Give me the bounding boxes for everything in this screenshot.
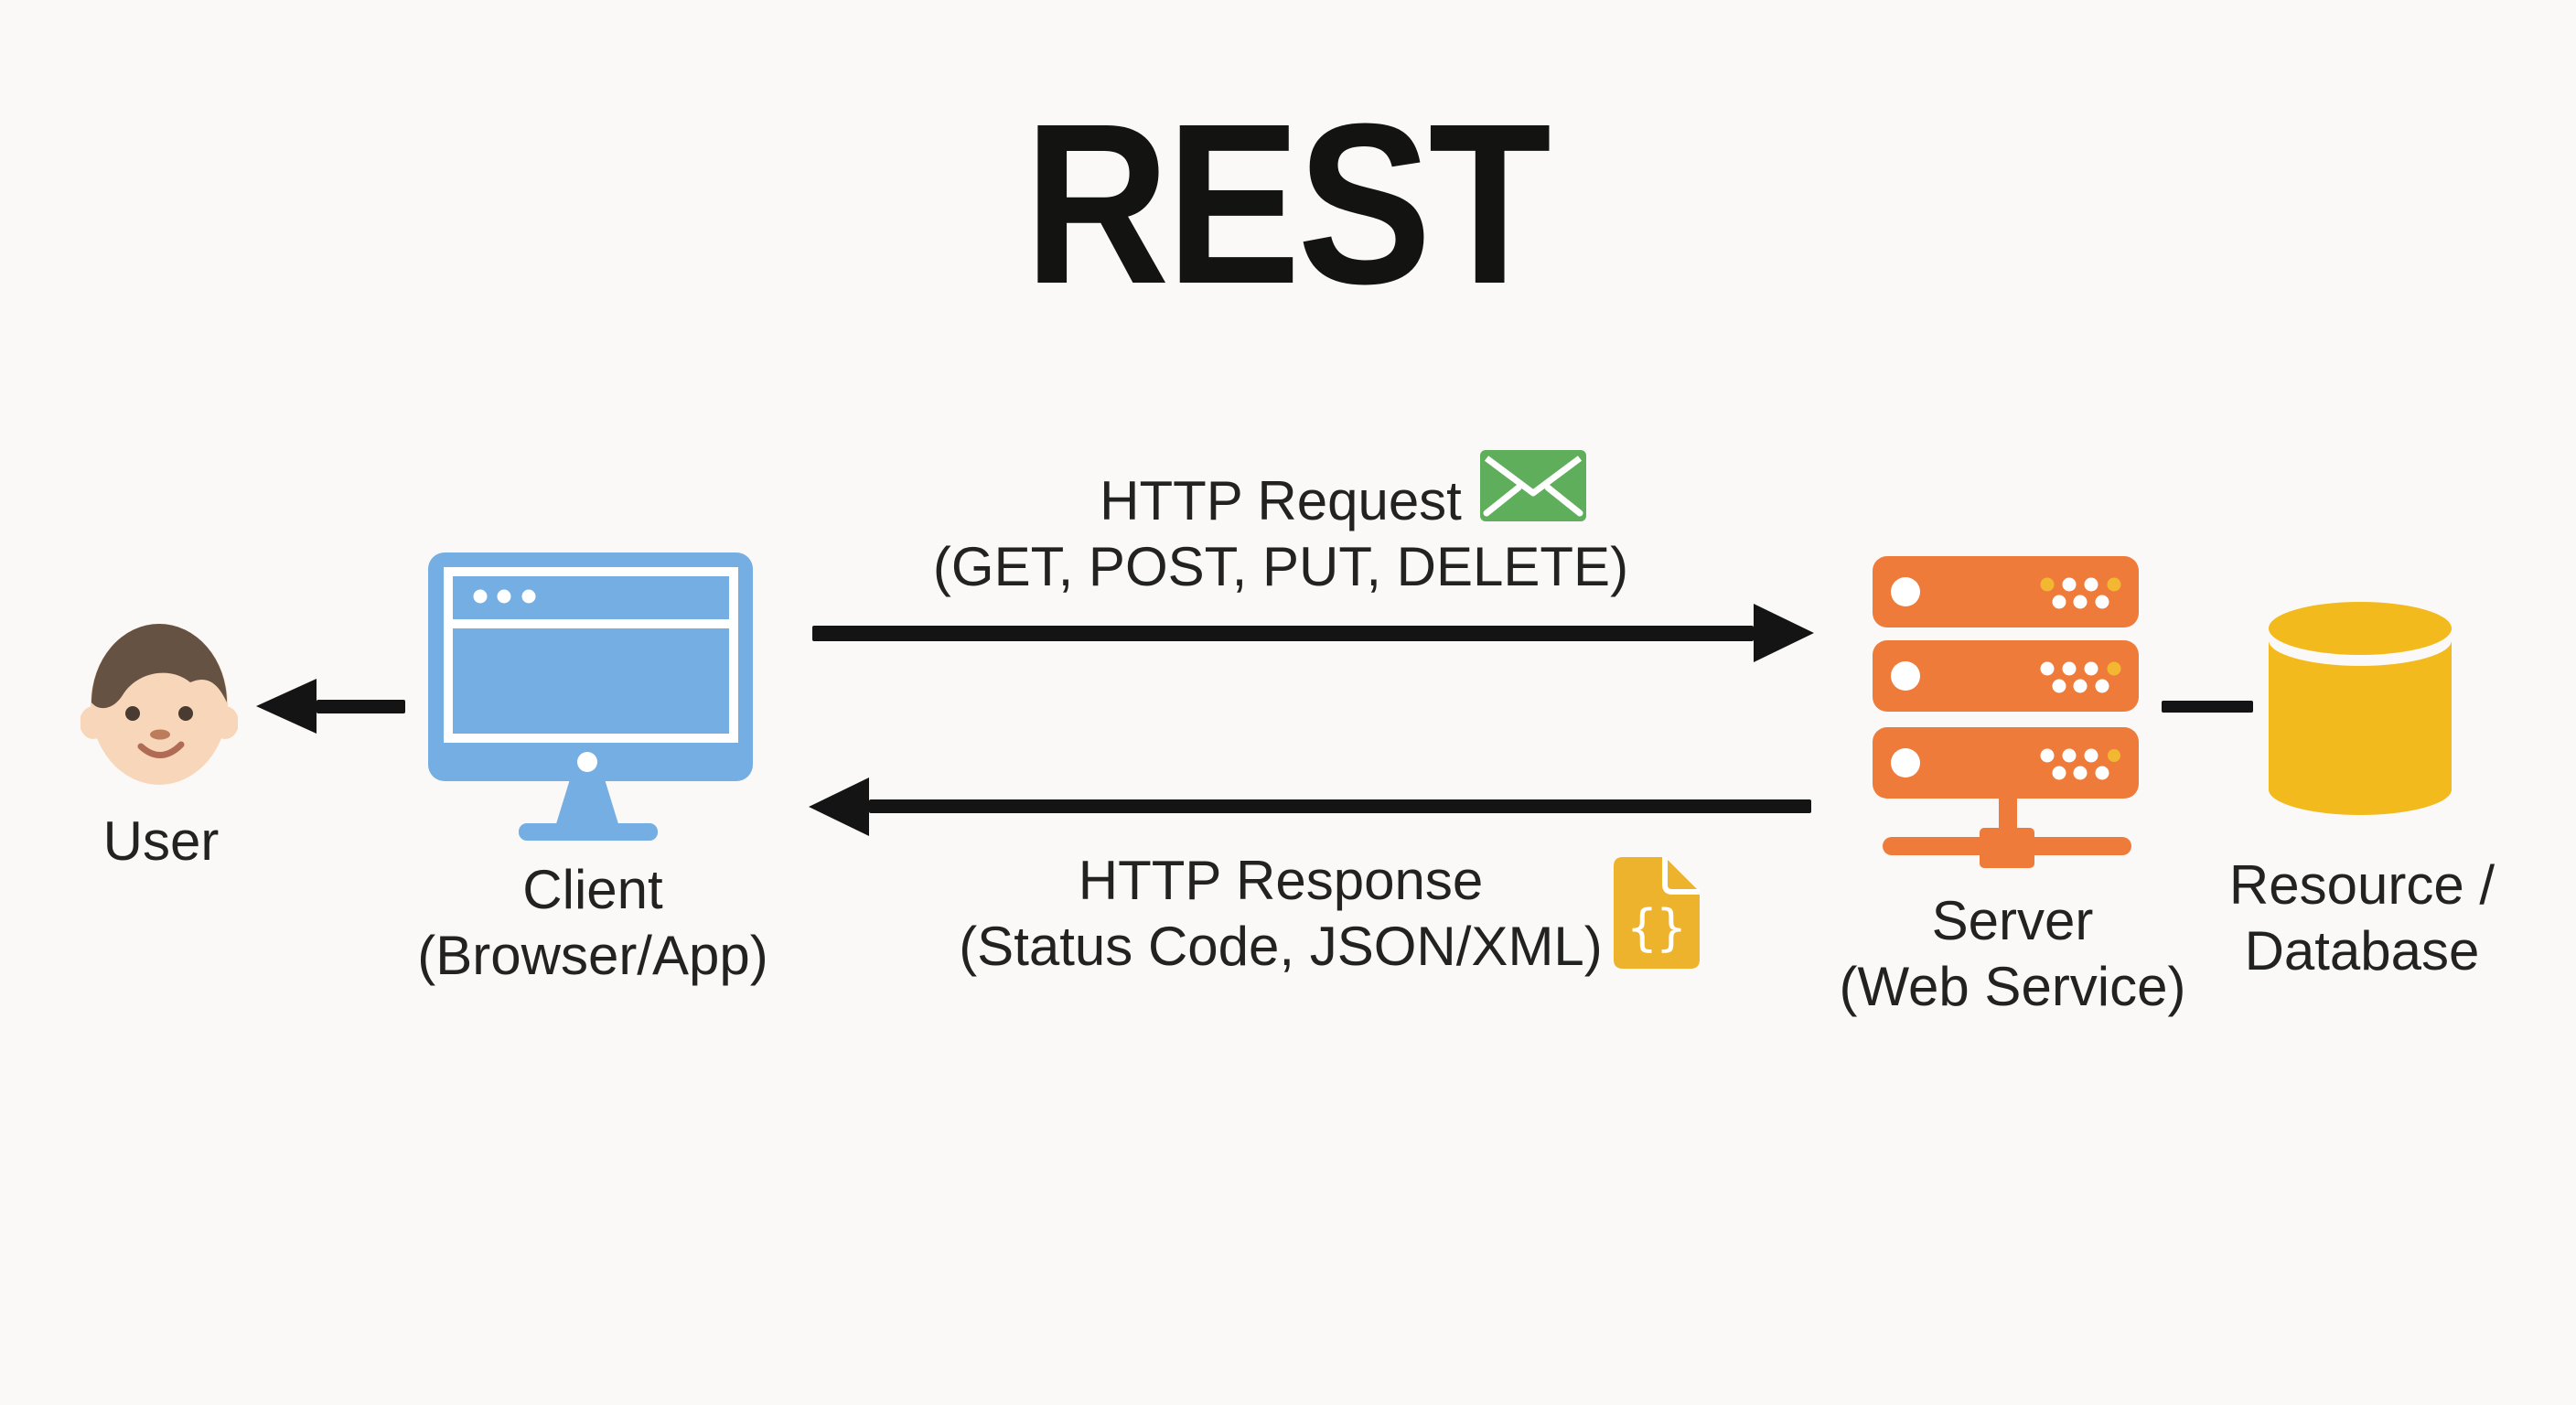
svg-text:}: } bbox=[1656, 899, 1687, 957]
server-label-line2: (Web Service) bbox=[1839, 956, 2186, 1017]
envelope-icon bbox=[1479, 450, 1586, 521]
client-label: Client (Browser/App) bbox=[318, 857, 867, 989]
client-to-user-arrow-shaft bbox=[317, 700, 405, 713]
response-label-line2-text: (Status Code, JSON/XML) bbox=[959, 916, 1603, 977]
response-label-line1: HTTP Response bbox=[1078, 850, 1484, 911]
database-label-line2: Database bbox=[2244, 920, 2480, 981]
client-label-line1: Client bbox=[522, 859, 663, 920]
server-to-database-connector bbox=[2162, 701, 2253, 713]
svg-text:{: { bbox=[1626, 899, 1658, 957]
server-rack-icon bbox=[1873, 556, 2139, 868]
server-label: Server (Web Service) bbox=[1738, 888, 2287, 1020]
response-arrow-shaft bbox=[869, 799, 1811, 813]
monitor-icon bbox=[428, 552, 753, 841]
request-label: HTTP Request (GET, POST, PUT, DELETE) bbox=[640, 450, 1921, 600]
request-label-line2: (GET, POST, PUT, DELETE) bbox=[932, 536, 1629, 597]
request-arrow-shaft bbox=[812, 626, 1754, 641]
response-label-line2: (Status Code, JSON/XML) { } bbox=[640, 857, 1921, 980]
user-face-icon bbox=[80, 624, 238, 785]
request-arrow-head bbox=[1754, 604, 1814, 662]
response-arrow-head bbox=[809, 778, 869, 836]
request-label-line1-text: HTTP Request bbox=[1100, 470, 1462, 531]
server-label-line1: Server bbox=[1931, 890, 2094, 951]
json-file-icon: { } bbox=[1613, 857, 1700, 969]
client-label-line2: (Browser/App) bbox=[417, 925, 768, 986]
diagram-title: REST bbox=[1024, 76, 1551, 331]
database-label: Resource / Database bbox=[2088, 853, 2576, 984]
database-cylinder-icon bbox=[2269, 602, 2452, 815]
client-to-user-arrow-head bbox=[256, 679, 317, 734]
response-label: HTTP Response (Status Code, JSON/XML) { … bbox=[640, 848, 1921, 980]
user-label: User bbox=[102, 810, 220, 872]
request-label-line1: HTTP Request bbox=[640, 450, 1921, 534]
database-label-line1: Resource / bbox=[2228, 854, 2496, 916]
